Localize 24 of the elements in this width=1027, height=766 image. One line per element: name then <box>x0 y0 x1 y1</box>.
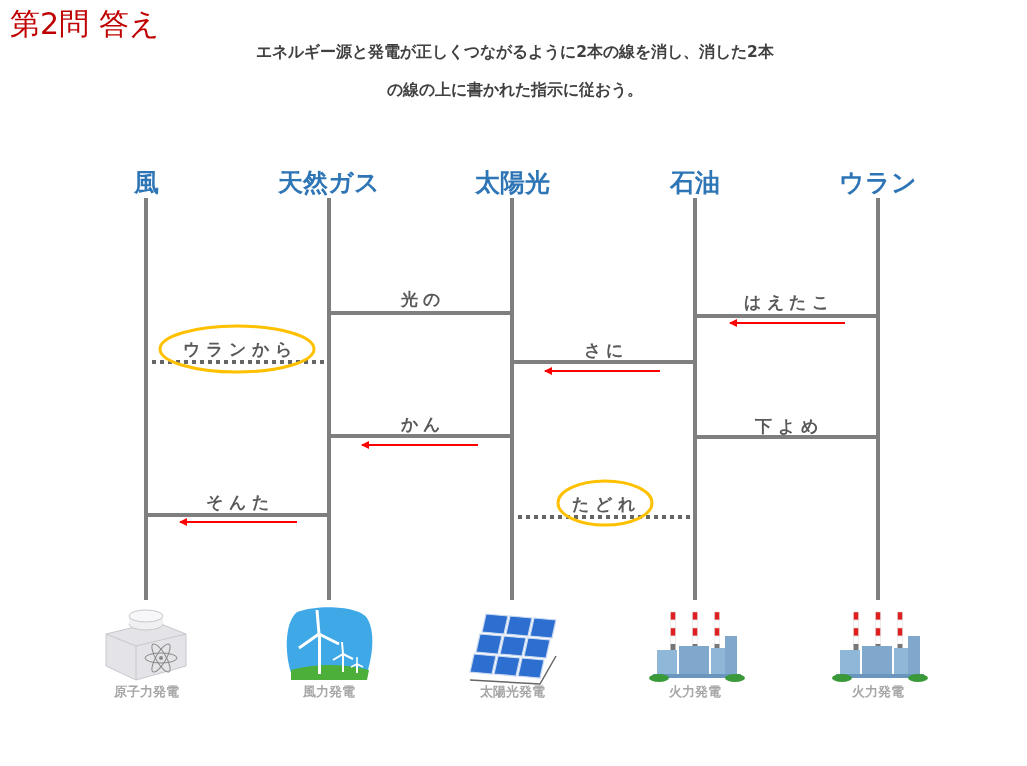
energy-source-label: 風 <box>76 168 216 198</box>
title: 第2問 答え <box>10 5 160 43</box>
rung-label: かん <box>399 414 447 434</box>
ladder-line <box>327 198 331 600</box>
rung-label: たどれ <box>571 494 641 514</box>
ladder-line <box>693 198 697 600</box>
ladder-line <box>876 198 880 600</box>
rung-label: 光の <box>399 289 447 309</box>
picture-caption: 太陽光発電 <box>478 684 546 700</box>
rung-label: 下よめ <box>754 416 824 436</box>
picture-caption: 風力発電 <box>302 684 356 700</box>
rung-label: さに <box>582 340 630 360</box>
energy-source-label: 太陽光 <box>442 168 582 198</box>
rung-label: そんた <box>205 492 275 512</box>
ladder-line <box>510 198 514 600</box>
instruction-text: エネルギー源と発電が正しくつながるように2本の線を消し、消した2本の線の上に書かれた指示に従おう。 <box>255 42 775 101</box>
energy-source-label: ウラン <box>808 168 948 198</box>
picture-caption: 火力発電 <box>668 684 722 700</box>
picture-caption: 原子力発電 <box>112 684 180 700</box>
energy-source-label: 天然ガス <box>259 168 399 198</box>
rung-label: はえたこ <box>742 292 836 312</box>
picture-caption: 火力発電 <box>851 684 905 700</box>
rung-label: ウランから <box>182 339 298 359</box>
energy-source-label: 石油 <box>625 168 765 198</box>
